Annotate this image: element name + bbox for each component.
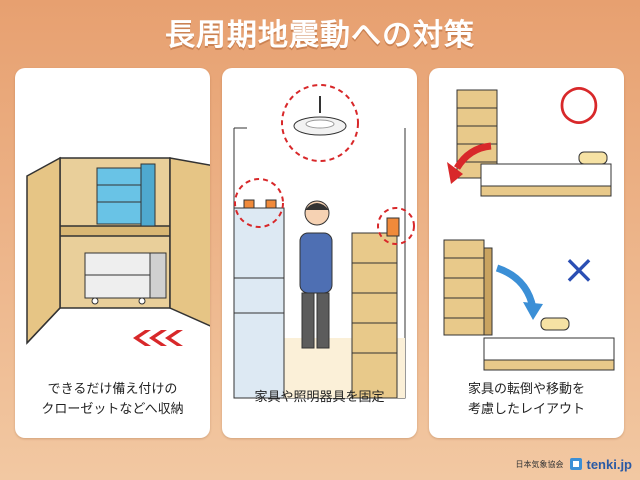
caption-line-1: 家具や照明器具を固定 [254,390,385,405]
person [299,200,333,349]
bad-mark: × [562,247,596,293]
closet-illustration [26,156,210,346]
dresser [351,207,415,399]
caption-line-2: 考慮したレイアウト [467,402,585,417]
refrigerator [233,178,285,399]
good-mark: ○ [558,74,600,130]
caption-line-1: できるだけ備え付けの [47,382,178,397]
ceiling-lamp [281,84,359,162]
caption-line-1: 家具の転倒や移動を [467,382,585,397]
footer-credit: 日本気象協会 tenki.jp [515,454,632,474]
tenki-logo: tenki.jp [569,457,632,472]
panel-layout: ○ × 家具の転倒や移動を 考慮したレイアウト [429,68,624,438]
good-layout [447,89,612,197]
panel-closet: できるだけ備え付けの クローゼットなどへ収納 [15,68,210,438]
caption-line-2: クローゼットなどへ収納 [41,402,184,417]
brand-name: tenki.jp [586,456,632,472]
layout-illustration: ○ × [443,74,615,371]
organization-name: 日本気象協会 [515,459,564,469]
storage-boxes [96,163,156,227]
tenki-icon [570,458,583,470]
bad-layout [443,239,615,371]
drawer-unit [84,252,167,305]
panel-fixing: 家具や照明器具を固定 [222,68,417,438]
push-in-arrows [133,330,183,346]
room-illustration [233,84,415,399]
page-title: 長周期地震動への対策 [165,18,475,53]
